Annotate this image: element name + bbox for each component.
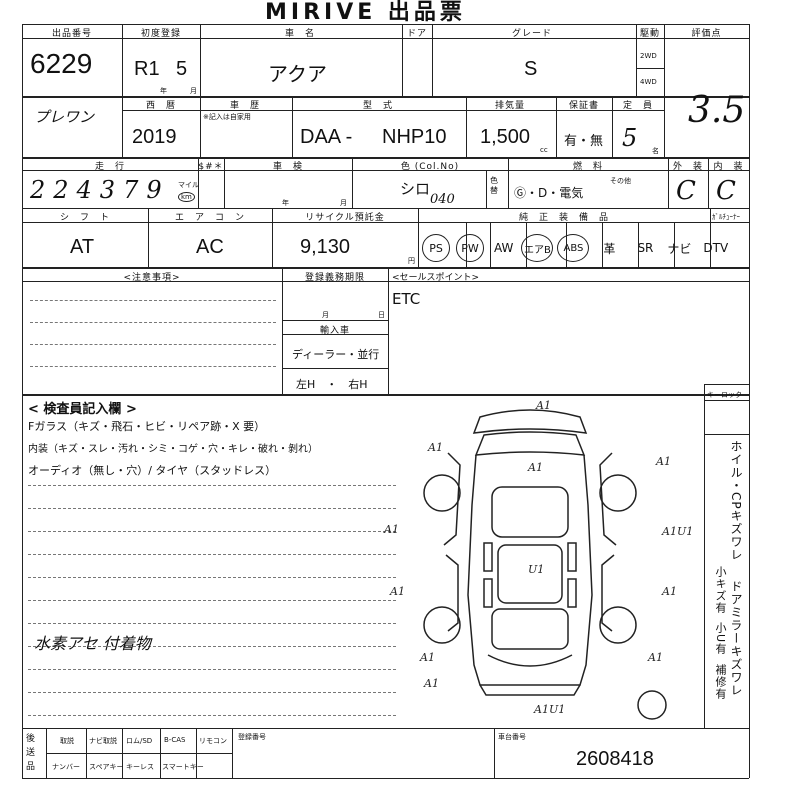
shift: AT	[70, 236, 95, 258]
doc-smart-key: スマートキー	[162, 763, 204, 771]
steering-side: 左H ・ 右H	[296, 378, 368, 391]
equipment-dtv: DTV	[703, 241, 729, 255]
doc-remote: リモコン	[199, 737, 227, 745]
equipment-sunroof: SR	[637, 241, 654, 255]
docs-label: 後送品	[26, 734, 36, 772]
color: シロ	[400, 180, 431, 198]
mark-roof: U1	[528, 563, 544, 576]
handwritten-note: 水素アセ 付着物	[34, 634, 151, 653]
interior-note: 内装（キズ・スレ・汚れ・シミ・コゲ・穴・キレ・破れ・剝れ）	[28, 444, 318, 455]
recycle-fee: 9,130	[300, 236, 351, 258]
mark-left-rear: A1	[389, 585, 405, 598]
inspector-title: < 検査員記入欄 >	[28, 402, 137, 417]
mark-right-back: A1	[655, 455, 671, 468]
equipment-abs: ABS	[557, 234, 590, 262]
grade: S	[524, 58, 538, 80]
equipment-airbag: エアB	[521, 234, 554, 262]
warranty: 有・無	[564, 134, 604, 149]
mark-front: A1	[535, 399, 551, 412]
equipment-navi: ナビ	[667, 241, 692, 256]
doc-keyless: キーレス	[126, 763, 154, 771]
side-note-wheel: ホイル・CPキズワレ	[729, 440, 743, 562]
mark-front-left: A1	[427, 441, 443, 454]
audio-note: オーディオ（無し・穴）/ タイヤ（スタッドレス）	[28, 464, 277, 477]
mark-left-back: A1	[419, 651, 435, 664]
mark-right-front: A1	[661, 585, 677, 598]
model-prefix: DAA -	[300, 126, 353, 148]
score-value: 3.5	[688, 90, 746, 131]
doc-navi-manual: ナビ取説	[89, 737, 117, 745]
air-conditioner: AC	[196, 236, 224, 258]
mark-left-door: A1	[383, 523, 399, 536]
interior-grade: C	[716, 176, 736, 206]
dealer-parallel: ディーラー・並行	[292, 348, 380, 361]
car-damage-diagram: A1 A1 A1 A1 A1 A1 A1 A1 A1 A1 A1U1 A1U1 …	[383, 399, 693, 720]
km-unit: km	[178, 192, 195, 202]
mark-rear: A1U1	[533, 703, 565, 716]
mark-right-rear: A1	[647, 651, 663, 664]
equipment-pw: PW	[456, 234, 484, 262]
car-name: アクア	[268, 64, 327, 86]
doc-rom-sd: ロム/SD	[126, 737, 153, 745]
doc-bcas: B-CAS	[164, 736, 186, 744]
doc-plate: ナンバー	[52, 763, 80, 771]
doc-spare-key: スペアキー	[89, 763, 124, 771]
reg-month: 5	[176, 58, 188, 80]
sales-point: ETC	[392, 290, 421, 308]
fuel: Ⓖ・D・電気	[514, 186, 584, 200]
side-note-repair: 補修有	[714, 664, 727, 700]
color-code: 040	[430, 192, 455, 207]
western-year: 2019	[132, 126, 177, 148]
displacement: 1,500	[480, 126, 531, 148]
document-title: MIRIVE 出品票	[265, 0, 466, 25]
exterior-grade: C	[676, 176, 696, 206]
mark-hood: A1	[527, 461, 543, 474]
mileage: 224379	[30, 176, 170, 204]
side-note-small-scratch: 小キズ有	[714, 566, 727, 614]
side-note-mirror: ドアミラーキズワレ	[729, 580, 743, 697]
equipment-ps: PS	[422, 234, 450, 262]
equipment-leather: 革	[603, 241, 616, 256]
capacity: 5	[622, 124, 638, 152]
chassis-number: 2608418	[576, 748, 654, 770]
equipment-aw: AW	[494, 241, 514, 255]
mark-right-door: A1U1	[661, 525, 693, 538]
side-note-u: 小U有	[714, 622, 727, 656]
glass-note: Fガラス（キズ・飛石・ヒビ・リペア跡・X 要）	[28, 420, 266, 433]
model-code: NHP10	[382, 126, 447, 148]
doc-manual: 取説	[60, 737, 74, 745]
owner-note: プレワン	[34, 108, 95, 126]
reg-year: R1	[134, 58, 160, 80]
mark-rear-left: A1	[423, 677, 439, 690]
lot-number: 6229	[30, 48, 93, 79]
